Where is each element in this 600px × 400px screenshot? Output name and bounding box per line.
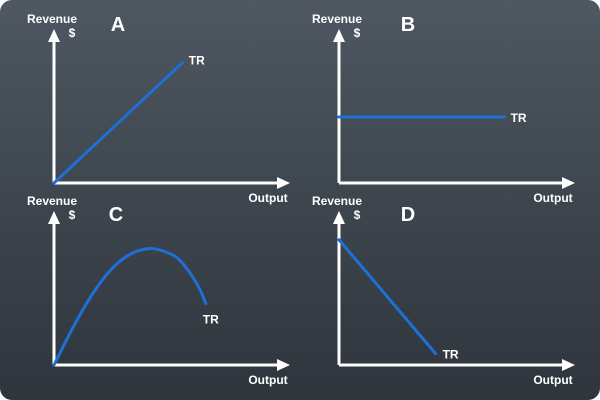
panel-letter: C [109, 204, 123, 226]
tr-label: TR [189, 53, 205, 67]
x-axis-label: Output [533, 373, 572, 387]
panel-d: Revenue $ Output D TR [312, 194, 575, 387]
tr-curve [52, 60, 185, 185]
x-axis-arrow [277, 177, 290, 189]
y-axis-label: Revenue [27, 194, 77, 208]
panel-b: Revenue $ Output B TR [312, 12, 575, 205]
x-axis-arrow [277, 359, 290, 371]
panel-letter: A [111, 14, 125, 36]
tr-label: TR [511, 111, 527, 125]
panel-a: Revenue $ Output A TR [27, 12, 290, 205]
y-axis-arrow [333, 29, 345, 42]
tr-curve [52, 246, 208, 367]
panel-letter: D [401, 204, 415, 226]
y-axis-unit: $ [69, 26, 76, 40]
y-axis-unit: $ [354, 26, 361, 40]
x-axis-label: Output [533, 191, 572, 205]
y-axis-unit: $ [354, 208, 361, 222]
y-axis-arrow [333, 211, 345, 224]
y-axis-label: Revenue [312, 12, 362, 26]
panel-c: Revenue $ Output C TR [27, 194, 290, 387]
x-axis-label: Output [248, 373, 287, 387]
x-axis-arrow [562, 359, 575, 371]
y-axis-unit: $ [69, 208, 76, 222]
y-axis-arrow [48, 29, 60, 42]
y-axis-label: Revenue [312, 194, 362, 208]
panel-letter: B [401, 14, 415, 36]
tr-label: TR [203, 313, 219, 327]
tr-curve [337, 238, 438, 356]
x-axis-label: Output [248, 191, 287, 205]
tr-label: TR [443, 348, 459, 362]
x-axis-arrow [562, 177, 575, 189]
y-axis-arrow [48, 211, 60, 224]
y-axis-label: Revenue [27, 12, 77, 26]
